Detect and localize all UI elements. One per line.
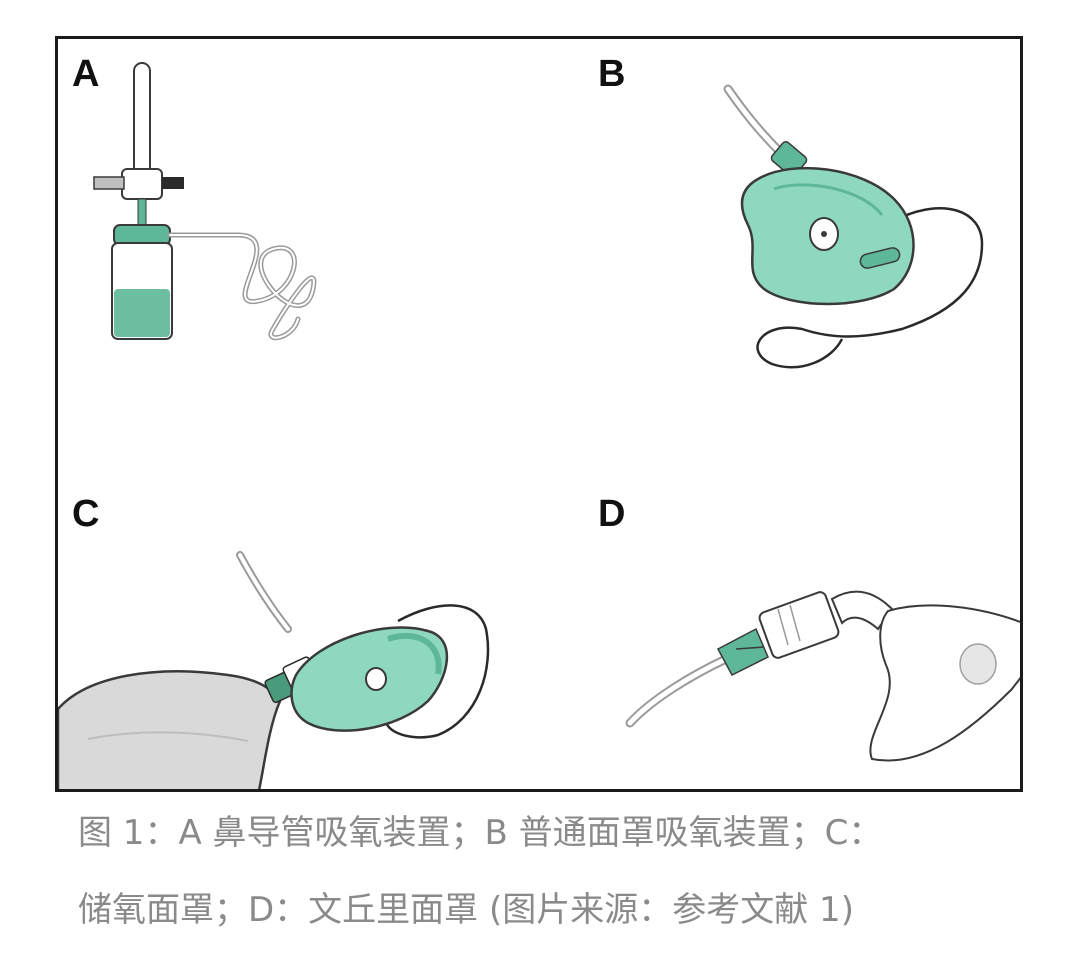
panel-d: D bbox=[542, 479, 1020, 789]
venturi-mask-illustration bbox=[625, 590, 1020, 762]
nasal-cannula-illustration bbox=[93, 62, 317, 341]
figure-frame: A B bbox=[55, 36, 1023, 792]
panel-c-label: C bbox=[72, 493, 100, 535]
panel-a-label: A bbox=[72, 53, 100, 95]
figure-caption-line-2: 储氧面罩；D：文丘里面罩 (图片来源：参考文献 1) bbox=[78, 890, 854, 930]
panel-d-label: D bbox=[598, 493, 626, 535]
panel-b: B bbox=[542, 39, 1020, 409]
panel-c: C bbox=[58, 479, 538, 789]
simple-face-mask-illustration bbox=[723, 84, 984, 369]
panel-b-label: B bbox=[598, 53, 626, 95]
panel-a: A bbox=[58, 39, 538, 409]
figure-caption-line-1: 图 1：A 鼻导管吸氧装置；B 普通面罩吸氧装置；C： bbox=[78, 813, 883, 853]
reservoir-mask-illustration bbox=[58, 551, 490, 789]
